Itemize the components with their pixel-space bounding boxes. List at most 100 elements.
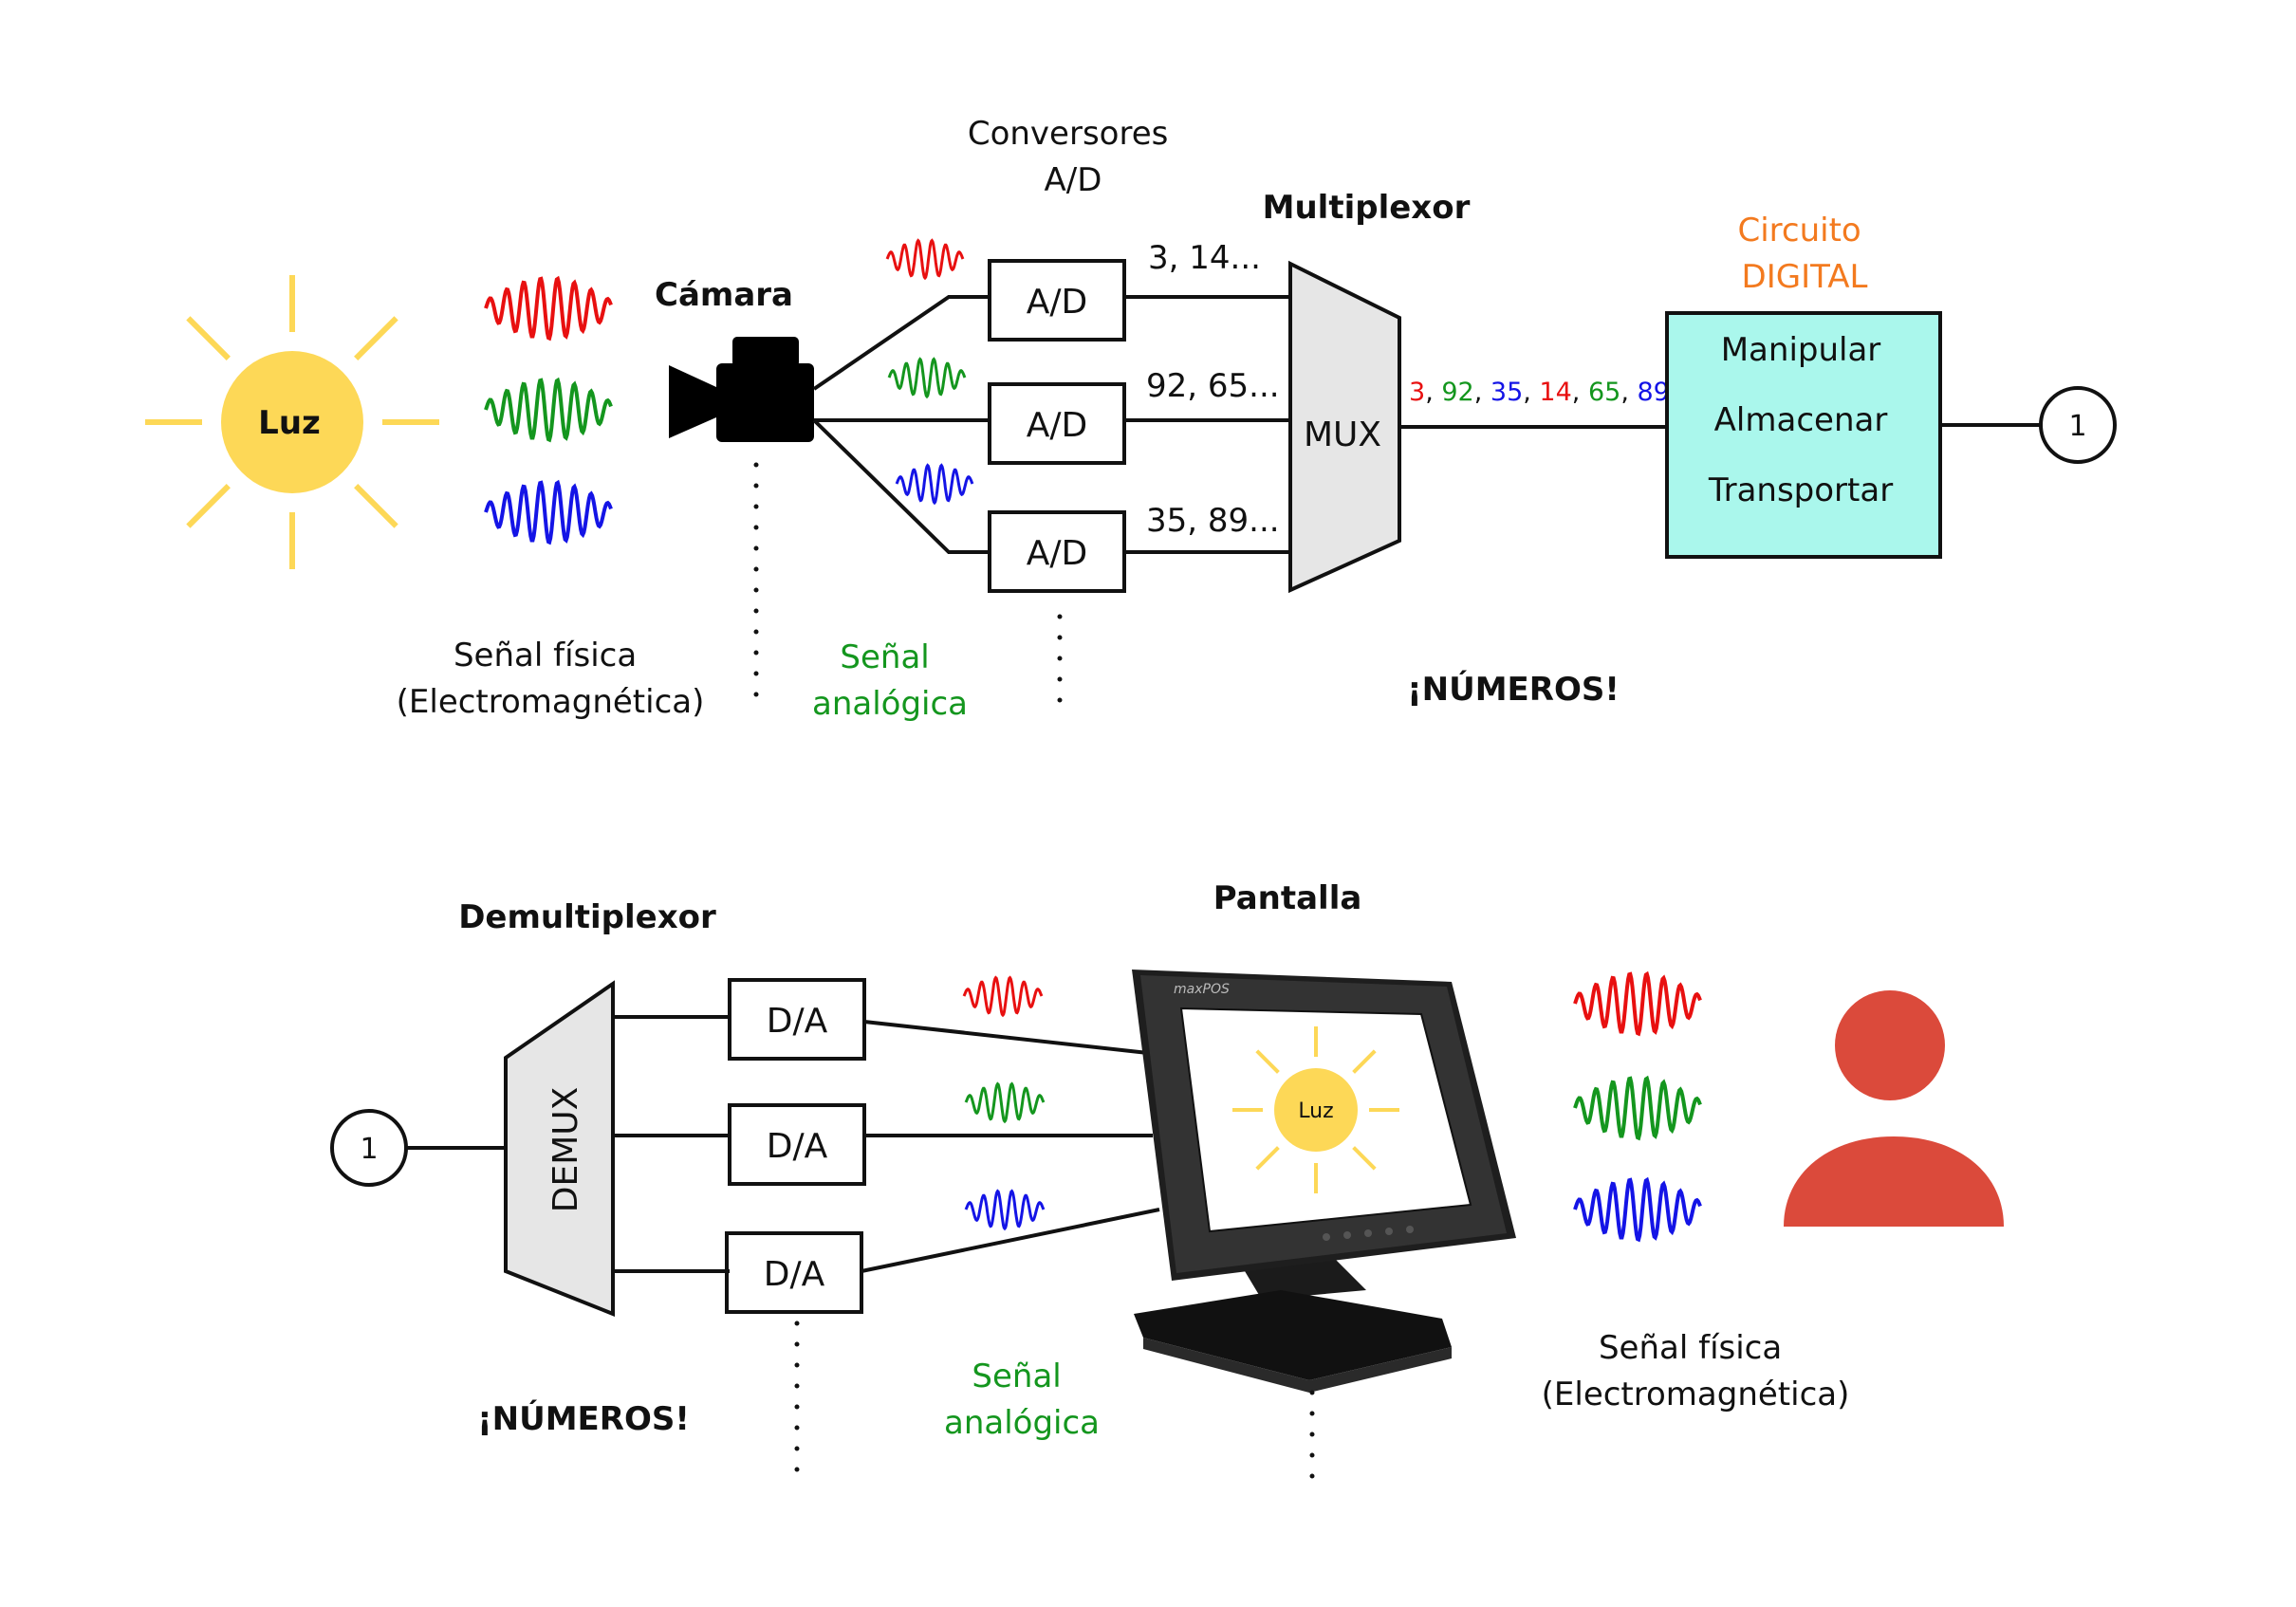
da-converter-2-label: D/A — [767, 1127, 828, 1166]
ad-converter-3-label: A/D — [1027, 534, 1087, 573]
monitor-icon: maxPOS — [1132, 970, 1516, 1393]
sun-ray — [354, 484, 398, 528]
stream-sep: , — [1425, 378, 1441, 407]
analog-signal-bottom-line-2: analógica — [944, 1404, 1100, 1442]
demux-block: DEMUX — [504, 980, 615, 1317]
da-converter-3-label: D/A — [764, 1255, 825, 1294]
ad-to-mux-wires — [1124, 295, 1290, 554]
da-converter-1-label: D/A — [767, 1002, 828, 1041]
multiplexor-title: Multiplexor — [1263, 189, 1471, 227]
ad-converter-2-label: A/D — [1027, 406, 1087, 445]
physical-signal-label-bottom: Señal física (Electromagnética) — [1542, 1329, 1850, 1413]
small-wave-blue — [895, 463, 974, 506]
analog-signal-label-bottom: Señal analógica — [944, 1358, 1100, 1442]
ad-output-red: 3, 14... — [1148, 239, 1261, 277]
physical-signal-label: Señal física (Electromagnética) — [397, 637, 705, 721]
da-converter-1: D/A — [728, 978, 866, 1061]
wave-red — [484, 275, 613, 342]
mux-block: MUX — [1288, 260, 1401, 594]
multiplexed-stream: 3, 92, 35, 14, 65, 89 — [1409, 378, 1670, 407]
stream-value: 92 — [1441, 378, 1473, 407]
person-icon — [1784, 990, 2004, 1227]
sun-disc — [1274, 1068, 1358, 1152]
digital-title-line-1: Circuito — [1737, 212, 1861, 249]
converters-title-line-2: A/D — [1045, 161, 1102, 199]
analog-signal-top-line-2: analógica — [812, 685, 968, 723]
sun-label: Luz — [258, 404, 321, 442]
stream-value: 3 — [1409, 378, 1425, 407]
analog-signal-label-top: Señal analógica — [812, 638, 968, 723]
sun-ray — [1352, 1049, 1377, 1074]
camera-wires — [812, 295, 990, 554]
mux-label: MUX — [1304, 416, 1381, 454]
physical-signal-waves-bottom — [1573, 970, 1702, 1243]
ad-output-blue: 35, 89... — [1146, 502, 1280, 540]
sun-icon — [145, 275, 439, 569]
stream-value: 35 — [1491, 378, 1523, 407]
ad-converter-1-label: A/D — [1027, 283, 1087, 322]
analog-signal-waves-top — [885, 238, 974, 506]
physical-signal-line-2: (Electromagnética) — [397, 683, 705, 721]
digital-circuit-block: Manipular Almacenar Transportar — [1665, 311, 1942, 559]
wave-blue — [484, 479, 613, 545]
screen-sun-icon — [1232, 1026, 1399, 1193]
video-camera-icon — [669, 337, 814, 442]
sun-ray — [186, 484, 231, 528]
screen-title: Pantalla — [1213, 879, 1362, 917]
digital-op-transport: Transportar — [1708, 471, 1893, 509]
small-wave-green — [964, 1081, 1046, 1124]
sun-ray — [354, 316, 398, 360]
ad-converter-2: A/D — [988, 382, 1126, 465]
da-converter-3: D/A — [725, 1231, 863, 1314]
digital-op-manipulate: Manipular — [1721, 331, 1881, 369]
da-converter-2: D/A — [728, 1103, 866, 1186]
stream-sep: , — [1572, 378, 1588, 407]
demux-to-da-wires — [613, 1015, 730, 1273]
physical-signal-bottom-line-2: (Electromagnética) — [1542, 1376, 1850, 1413]
monitor-brand: maxPOS — [1174, 982, 1230, 997]
wave-green — [484, 377, 613, 443]
converters-title: Conversores A/D — [968, 115, 1178, 199]
sun-ray — [186, 316, 231, 360]
small-wave-red — [962, 975, 1044, 1018]
numbers-label-top: ¡NÚMEROS! — [1407, 670, 1620, 709]
sun-ray — [1255, 1049, 1280, 1074]
digital-circuit-title: Circuito DIGITAL — [1737, 212, 1871, 296]
ad-converter-1: A/D — [988, 259, 1126, 342]
analog-signal-top-line-1: Señal — [840, 638, 929, 676]
small-wave-blue — [964, 1189, 1046, 1231]
small-wave-green — [887, 357, 967, 399]
connector-1-bottom: 1 — [330, 1109, 408, 1187]
ad-converter-3: A/D — [988, 510, 1126, 593]
digital-op-store: Almacenar — [1714, 401, 1888, 439]
stream-sep: , — [1620, 378, 1637, 407]
connector-1-top: 1 — [2039, 386, 2117, 464]
numbers-label-bottom: ¡NÚMEROS! — [477, 1399, 690, 1438]
demux-label: DEMUX — [546, 1087, 585, 1213]
ad-output-green: 92, 65... — [1146, 367, 1280, 405]
sun-ray — [1255, 1146, 1280, 1171]
stream-value: 14 — [1539, 378, 1571, 407]
digital-title-line-2: DIGITAL — [1742, 258, 1868, 296]
wave-green — [1573, 1075, 1702, 1141]
wave-red — [1573, 970, 1702, 1037]
stream-value: 65 — [1588, 378, 1620, 407]
analog-signal-waves-bottom — [962, 975, 1046, 1231]
sun-ray — [1352, 1146, 1377, 1171]
sun-disc — [221, 351, 363, 493]
analog-signal-bottom-line-1: Señal — [972, 1358, 1061, 1395]
stream-value: 89 — [1637, 378, 1669, 407]
da-to-monitor-wires — [861, 1020, 1160, 1273]
physical-signal-line-1: Señal física — [454, 637, 637, 674]
camera-label: Cámara — [655, 276, 793, 314]
wave-blue — [1573, 1176, 1702, 1243]
small-wave-red — [885, 238, 965, 281]
stream-sep: , — [1474, 378, 1491, 407]
connector-1-bottom-label: 1 — [360, 1133, 378, 1166]
converters-title-line-1: Conversores — [968, 115, 1169, 153]
demultiplexor-title: Demultiplexor — [458, 898, 716, 936]
connector-1-top-label: 1 — [2068, 410, 2086, 443]
stream-sep: , — [1523, 378, 1539, 407]
screen-sun-label: Luz — [1298, 1099, 1333, 1123]
